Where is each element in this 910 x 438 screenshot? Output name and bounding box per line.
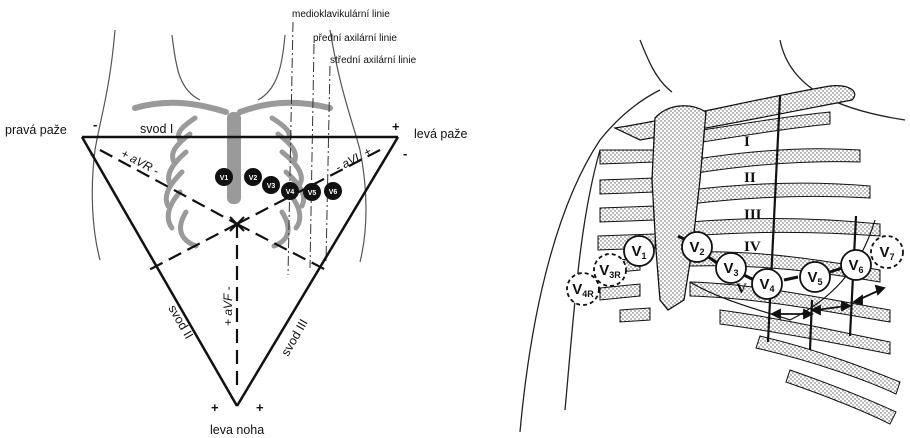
lead-III-label: svod III [278, 317, 310, 359]
left-arm-plus-sign: + [392, 119, 400, 134]
anterior-axillary-line-label: přední axilární linie [313, 33, 397, 44]
mid-axillary-line-label: střední axilární linie [330, 55, 417, 66]
lead-II-line [82, 137, 237, 406]
mid-axillary-line [326, 66, 330, 262]
aVR-label: + aVR - [119, 146, 162, 178]
aVR-extension [145, 224, 237, 272]
rib-numeral-V: V [736, 281, 747, 297]
left-arm-label: levá paže [414, 127, 468, 141]
electrode-V3R: V3R [594, 254, 626, 286]
right-arm-label: pravá paže [5, 123, 67, 137]
lead-II-label: svod II [165, 303, 196, 342]
right-arm-lower-minus-sign: - [90, 146, 94, 161]
lead-I-label: svod I [140, 122, 173, 136]
left-leg-plus-sign-2: + [256, 400, 264, 415]
midclavicular-line-label: medioklavikulární linie [292, 9, 390, 20]
electrode-V3: V3 [716, 253, 746, 283]
rib-numeral-II: II [744, 170, 756, 186]
electrode-V4: V4 [752, 269, 782, 299]
electrode-V7: V7 [871, 236, 903, 268]
left-leg-label: leva noha [210, 423, 264, 437]
electrode-V5: V5 [800, 262, 830, 292]
rib-numeral-I: I [744, 134, 750, 150]
electrode-V2: V2 [682, 232, 712, 262]
electrode-V6-label: V6 [329, 189, 338, 196]
left-leg-plus-sign: + [211, 400, 219, 415]
electrode-V5-label: V5 [308, 190, 317, 197]
electrode-V2-label: V2 [249, 175, 258, 182]
left-arm-minus-sign: - [403, 146, 407, 161]
aVF-label: + aVF - [221, 287, 235, 326]
electrode-V1: V1 [624, 236, 654, 266]
rib-numeral-III: III [744, 207, 762, 223]
electrode-V6: V6 [841, 250, 871, 280]
electrode-V3-label: V3 [267, 183, 276, 190]
left-einthoven-diagram: medioklavikulární linie přední axilární … [5, 9, 468, 437]
anterior-axillary-line [310, 44, 314, 268]
aVL-label: - aVL + [333, 144, 374, 175]
right-chest-diagram: I II III IV V V1 V2 V3 V4 [520, 40, 905, 432]
electrode-V4R: V4R [567, 273, 599, 305]
electrode-V4-label: V4 [286, 189, 295, 196]
sternum-left [227, 112, 241, 204]
aVL-extension [237, 224, 330, 272]
rib-numeral-IV: IV [744, 239, 761, 255]
electrode-V1-label: V1 [220, 175, 229, 182]
sternum-right [652, 106, 706, 310]
right-arm-minus-sign: - [93, 117, 97, 132]
